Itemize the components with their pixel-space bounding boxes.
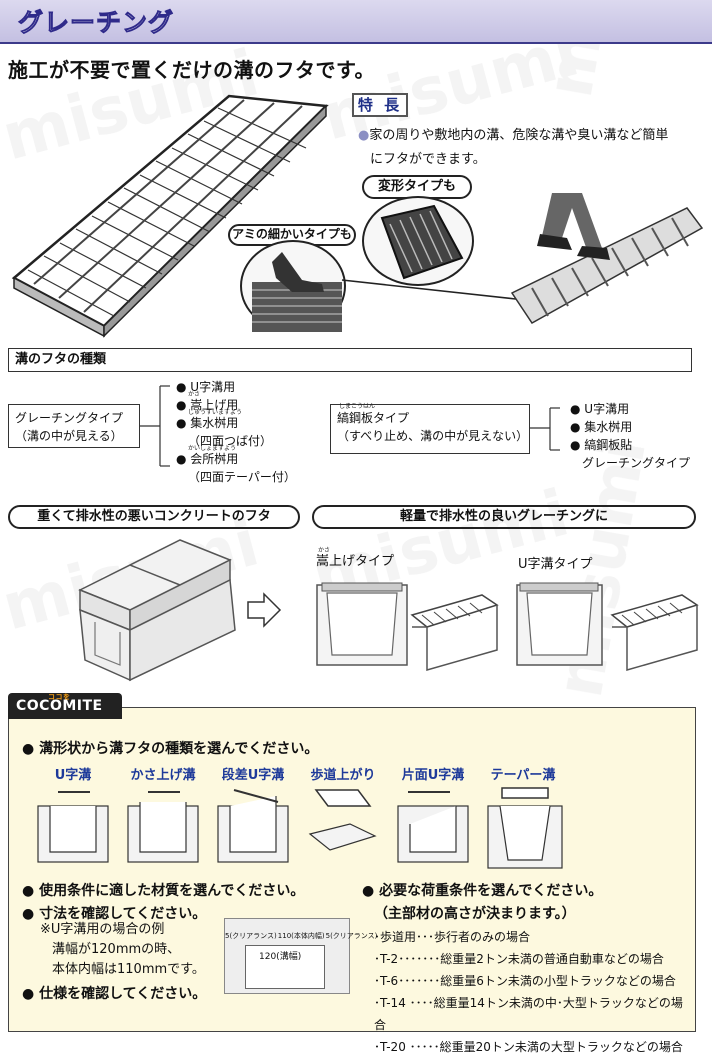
list-item: （四面テーパー付） xyxy=(188,470,296,484)
step4-text: ● 仕様を確認してください。 xyxy=(22,986,207,1002)
load-list: ･歩道用･･･歩行者のみの場合 ･T-2･･･････総重量2トン未満の普通自動… xyxy=(374,926,694,1058)
features-heading: 特 長 xyxy=(352,93,408,117)
list-item: （四面つば付） xyxy=(188,434,273,448)
load-subheading: （主部材の高さが決まります。） xyxy=(374,906,576,922)
cocomite-tag: COCOMITE ココを xyxy=(8,693,122,719)
grating-lid-label: 軽量で排水性の良いグレーチングに xyxy=(312,505,696,529)
u-type-illustration xyxy=(516,582,699,671)
arrow-right-icon xyxy=(247,592,282,628)
list-item: ･T-2･･･････総重量2トン未満の普通自動車などの場合 xyxy=(374,952,664,966)
list-item: ● 集水桝用 xyxy=(570,420,633,434)
dim-clearance-right: 5(クリアランス) xyxy=(325,932,378,940)
type-sidewalk-rise: 歩道上がり xyxy=(310,768,376,783)
type-raised-channel: かさ上げ溝 xyxy=(130,768,196,783)
checker-plate-type-box: 縞鋼板タイプしまこうはん （すべり止め、溝の中が見えない） xyxy=(330,404,530,454)
step2-text: ● 使用条件に適した材質を選んでください。 xyxy=(22,883,305,899)
list-item: ● 嵩上げ用かさ xyxy=(176,391,239,413)
grating-type-list: ● U字溝用 ● 嵩上げ用かさ ● 集水桝用しゅうすいますよう （四面つば付） … xyxy=(176,378,326,486)
type-taper-channel: テーパー溝 xyxy=(490,768,556,783)
cocomite-panel xyxy=(8,707,696,1032)
raised-type-illustration xyxy=(316,582,499,671)
u-type-label: U字溝タイプ xyxy=(518,557,593,572)
dimension-note: ※U字溝用の場合の例 溝幅が120mmの時、 本体内幅は110mmです。 xyxy=(40,922,205,977)
list-item: ･T-20 ･････総重量20トン未満の大型トラックなどの場合 xyxy=(374,1040,683,1054)
list-item: ･T-6･･･････総重量6トン未満の小型トラックなどの場合 xyxy=(374,974,676,988)
features-text: ●家の周りや敷地内の溝、危険な溝や臭い溝など簡単 にフタができます。 xyxy=(358,128,669,167)
bullet-icon: ● xyxy=(358,128,370,143)
concrete-lid-label: 重くて排水性の悪いコンクリートのフタ xyxy=(8,505,300,529)
list-item: ● 縞鋼板貼 xyxy=(570,438,633,452)
mesh-grating-illustration xyxy=(240,240,346,332)
page-subtitle: 施工が不要で置くだけの溝のフタです。 xyxy=(8,58,375,82)
grating-illustration xyxy=(11,94,329,338)
dimension-diagram: 5(クリアランス)110(本体内幅)5(クリアランス) 120(溝幅) xyxy=(224,918,377,994)
dim-channel-width: 120(溝幅) xyxy=(259,952,302,962)
list-item: ● 会所桝用かいしょますよう xyxy=(176,445,239,467)
load-heading: ● 必要な荷重条件を選んでください。 xyxy=(362,883,603,899)
header-bar xyxy=(0,0,712,44)
page-title: グレーチング xyxy=(17,8,175,38)
dim-inner-width: 110(本体内幅) xyxy=(277,932,325,940)
step3-text: ● 寸法を確認してください。 xyxy=(22,906,207,922)
bracket-lines xyxy=(530,407,560,451)
dim-clearance-left: 5(クリアランス) xyxy=(225,932,277,940)
deform-type-bubble: 変形タイプも xyxy=(362,175,472,199)
lid-types-heading: 溝のフタの種類 xyxy=(8,348,692,372)
checker-type-list: ● U字溝用 ● 集水桝用 ● 縞鋼板貼 グレーチングタイプ xyxy=(570,400,700,472)
deform-grating-illustration xyxy=(362,196,474,286)
step1-text: ● 溝形状から溝フタの種類を選んでください。 xyxy=(22,741,319,757)
grating-type-box: グレーチングタイプ （溝の中が見える） xyxy=(8,404,140,448)
pointer-lines xyxy=(341,279,526,301)
concrete-lid-illustration xyxy=(78,539,236,682)
list-item: ● U字溝用 xyxy=(570,402,630,416)
list-item: ･歩道用･･･歩行者のみの場合 xyxy=(374,930,531,944)
channel-type-diagrams xyxy=(37,787,563,869)
type-one-side-u: 片面U字溝 xyxy=(401,768,465,783)
list-item: ･T-14 ････総重量14トン未満の中･大型トラックなどの場合 xyxy=(374,996,683,1032)
type-u-channel: U字溝 xyxy=(54,768,92,783)
list-item: ● 集水桝用しゅうすいますよう xyxy=(176,409,243,431)
walking-on-grating-illustration xyxy=(510,193,704,324)
raised-type-label: 嵩上げタイプ かさ xyxy=(316,547,395,570)
list-item: グレーチングタイプ xyxy=(582,456,691,470)
type-step-u-channel: 段差U字溝 xyxy=(221,768,285,783)
bracket-lines xyxy=(140,385,170,467)
list-item: ● U字溝用 xyxy=(176,380,236,394)
